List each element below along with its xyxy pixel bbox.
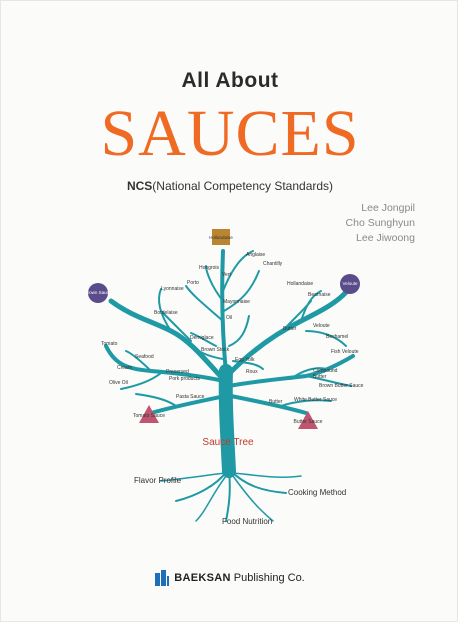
label-brown-butter-sauce: Brown Butter Sauce — [319, 383, 364, 389]
label-vert: Vert — [222, 272, 232, 278]
subtitle-ncs: NCS — [126, 179, 153, 193]
label-pork-products: Pork products — [169, 376, 200, 382]
label-roux: Roux — [246, 369, 258, 375]
publisher-name: BAEKSAN Publishing Co. — [174, 572, 305, 584]
label-butter-2: Butter — [269, 399, 283, 405]
node-butter-sauce-label: Butter Sauce — [294, 419, 323, 425]
subtitle-full: (National Competency Standards) — [152, 179, 334, 193]
publisher-name-bold: BAEKSAN — [174, 572, 231, 584]
baeksan-logo-icon — [155, 570, 170, 586]
label-bearnaise: Bearnaise — [308, 292, 331, 298]
node-veloute-label: Veloute — [342, 281, 358, 286]
publisher-name-rest: Publishing Co. — [230, 572, 305, 584]
label-tomato: Tomato — [101, 341, 118, 347]
label-seafood: Seafood — [135, 354, 154, 360]
title-sauces: SAUCES — [100, 97, 360, 170]
label-white-butter-sauce: White Butter Sauce — [294, 397, 337, 403]
label-bechamel: Bechamel — [326, 334, 348, 340]
label-flavor-profile: Flavor Profile — [134, 476, 182, 485]
subtitle: NCS(National Competency Standards) — [1, 179, 458, 193]
label-compound: Compound — [313, 368, 338, 374]
label-brown-stock: Brown Stock — [201, 347, 230, 353]
label-hongrois: Hongrois — [199, 265, 220, 271]
label-hollandaise: Hollandaise — [287, 281, 313, 287]
label-cooking-method: Cooking Method — [288, 488, 346, 497]
node-brown-sauce-label: Brown Sauce — [85, 290, 112, 295]
label-egg-yolk: Egg Yolk — [235, 357, 255, 363]
label-sauce-tree: Sauce Tree — [202, 437, 254, 448]
label-lyonnaise: Lyonnaise — [161, 286, 184, 292]
authors: Lee Jongpil Cho Sunghyun Lee Jiwoong — [346, 201, 415, 246]
node-butter-sauce — [298, 411, 318, 429]
label-compound-butter: Butter — [313, 374, 327, 380]
node-brown-sauce — [88, 283, 108, 303]
publisher: BAEKSAN Publishing Co. — [1, 570, 458, 586]
node-hollandaise-label: Hollandaise — [209, 235, 233, 240]
label-veloute: Veloute — [313, 323, 330, 329]
label-anglaise: Anglaise — [246, 252, 265, 258]
label-pasta-sauce: Pasta Sauce — [176, 394, 205, 400]
node-tomato-sauce — [139, 405, 159, 423]
title-all-about: All About — [181, 69, 279, 92]
author-2: Cho Sunghyun — [345, 217, 415, 229]
label-food-nutrition: Food Nutrition — [222, 517, 272, 526]
label-demiglace: Demiglace — [190, 335, 214, 341]
node-veloute — [340, 274, 360, 294]
tree-branches — [104, 249, 355, 522]
node-tomato-sauce-label: Tomato Sauce — [133, 413, 165, 419]
label-cream: Cream — [117, 365, 132, 371]
label-chantilly: Chantilly — [263, 261, 283, 267]
label-preserved: Preserved — [166, 369, 189, 375]
author-3: Lee Jiwoong — [356, 232, 415, 244]
label-mayonnaise: Mayonnaise — [223, 299, 250, 305]
label-oil: Oil — [226, 315, 232, 321]
label-bordelaise: Bordelaise — [154, 310, 178, 316]
node-hollandaise — [212, 229, 230, 245]
author-1: Lee Jongpil — [361, 202, 415, 214]
label-porto: Porto — [187, 280, 199, 286]
label-fish-veloute: Fish Veloute — [331, 349, 359, 355]
label-olive-oil: Olive Oil — [109, 380, 128, 386]
label-butter: Butter — [283, 326, 297, 332]
